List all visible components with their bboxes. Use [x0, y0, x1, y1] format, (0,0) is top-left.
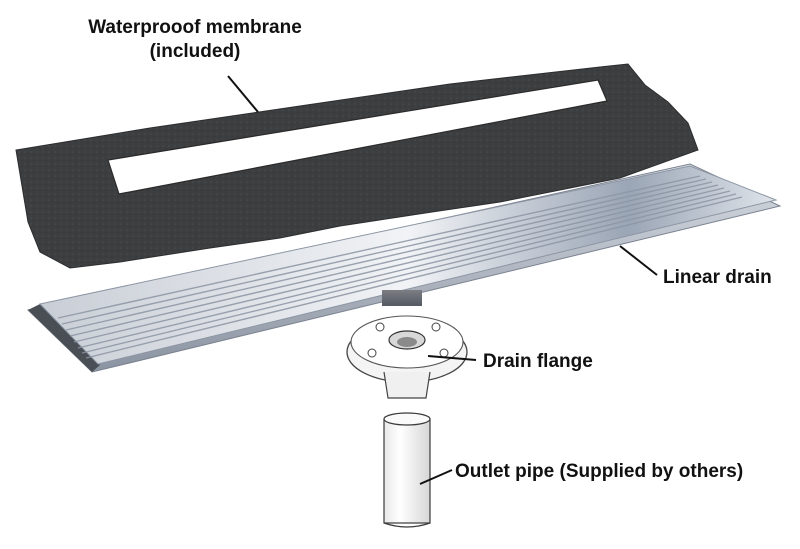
outlet-pipe	[383, 412, 431, 528]
drain-leader	[619, 245, 658, 276]
grate-slots	[57, 175, 743, 359]
drain-flange-label: Drain flange	[483, 351, 593, 372]
leader-lines	[227, 75, 658, 485]
membrane-label: Waterprooof membrane (included)	[60, 16, 330, 64]
linear-drain-label: Linear drain	[663, 267, 772, 288]
membrane-label-line2: (included)	[149, 41, 241, 62]
linear-drain	[26, 163, 782, 373]
waterproof-membrane	[15, 63, 699, 269]
drain-flange	[346, 315, 468, 399]
flange-leader	[427, 355, 477, 361]
pipe-leader	[419, 469, 453, 485]
membrane-leader	[227, 75, 259, 113]
outlet-pipe-label: Outlet pipe (Supplied by others)	[455, 461, 744, 482]
membrane-label-line1: Waterprooof membrane	[88, 17, 302, 38]
membrane-cutout	[107, 79, 608, 195]
